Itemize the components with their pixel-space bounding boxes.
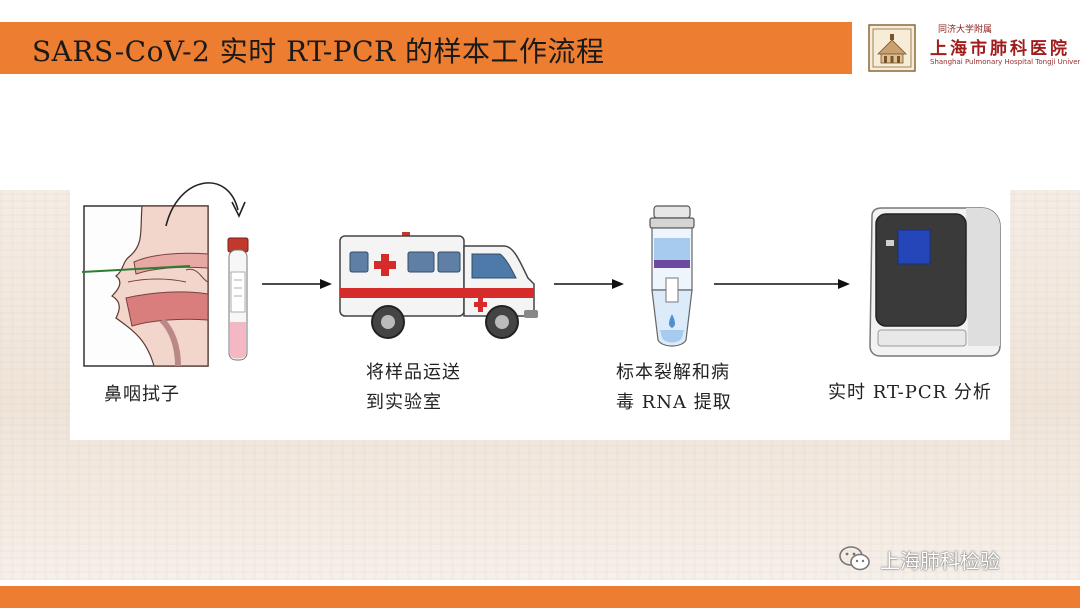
- diagram-panel: [70, 160, 1010, 440]
- step-2-line-1: 将样品运送: [366, 362, 461, 383]
- step-label-extraction: 标本裂解和病 毒 RNA 提取: [616, 358, 732, 418]
- logo-hospital-name: 上海市肺科医院: [930, 39, 1070, 59]
- watermark-text: 上海肺科检验: [880, 548, 1000, 573]
- step-label-pcr: 实时 RT-PCR 分析: [828, 378, 992, 408]
- flow-arrow-1: [262, 279, 332, 289]
- wechat-watermark: 上海肺科检验: [838, 544, 1000, 574]
- step-label-transport: 将样品运送 到实验室: [366, 358, 461, 418]
- flow-arrow-2: [554, 279, 624, 289]
- step-3-line-1: 标本裂解和病: [616, 362, 730, 383]
- hospital-logo: 同济大学附属 上海市肺科医院 Shanghai Pulmonary Hospit…: [862, 22, 1080, 76]
- wechat-icon: [839, 546, 870, 571]
- hospital-seal-icon: [868, 24, 916, 72]
- nasopharyngeal-swab-illustration: [82, 182, 249, 367]
- rna-extraction-tube-illustration: [649, 205, 695, 347]
- step-2-line-2: 到实验室: [366, 392, 442, 413]
- logo-english-name: Shanghai Pulmonary Hospital Tongji Unive…: [930, 58, 1080, 66]
- step-3-line-2: 毒 RNA 提取: [616, 392, 732, 413]
- step-4-line-1: 实时 RT-PCR 分析: [828, 382, 992, 403]
- flow-arrow-3: [714, 279, 850, 289]
- step-label-swab: 鼻咽拭子: [104, 380, 180, 410]
- step-1-line-1: 鼻咽拭子: [104, 384, 180, 405]
- ambulance-illustration: [339, 232, 538, 339]
- footer-bar: [0, 586, 1080, 608]
- title-bar: [0, 22, 852, 74]
- pcr-instrument-illustration: [869, 207, 1001, 357]
- page-title: SARS-CoV-2 实时 RT-PCR 的样本工作流程: [32, 35, 605, 68]
- logo-affiliation: 同济大学附属: [938, 25, 993, 35]
